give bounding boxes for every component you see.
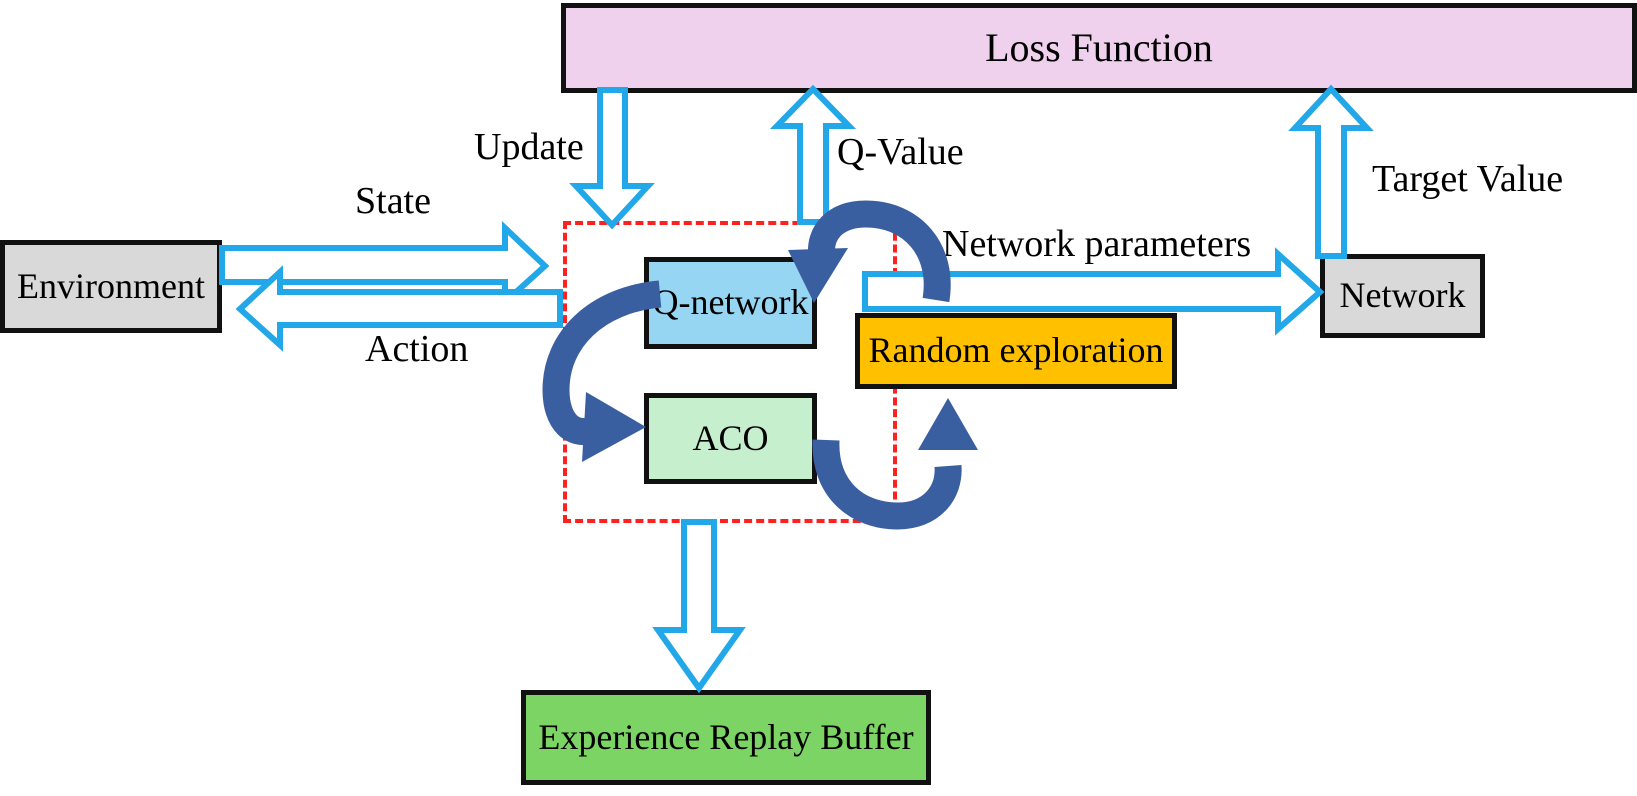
edge-label-network-parameters: Network parameters <box>942 223 1252 265</box>
arrow-state <box>219 221 550 309</box>
node-experience-replay-buffer-label: Experience Replay Buffer <box>538 716 914 757</box>
node-loss-function-label: Loss Function <box>985 25 1213 70</box>
edge-label-action: Action <box>365 328 469 370</box>
node-random-exploration-label: Random exploration <box>868 330 1164 371</box>
node-aco-label: ACO <box>692 417 769 458</box>
node-aco: ACO <box>644 393 817 484</box>
edge-label-target-value: Target Value <box>1372 158 1564 200</box>
node-network: Network <box>1320 254 1485 338</box>
node-environment-label: Environment <box>17 265 205 306</box>
node-network-label: Network <box>1339 275 1466 316</box>
arrow-target-value <box>1288 84 1374 259</box>
edge-label-q-value: Q-Value <box>837 131 964 173</box>
arrow-to-experience-replay-buffer <box>652 519 746 694</box>
node-experience-replay-buffer: Experience Replay Buffer <box>521 690 931 785</box>
node-q-network-label: Q-network <box>652 282 809 323</box>
edge-label-state: State <box>355 180 431 222</box>
node-loss-function: Loss Function <box>561 3 1637 93</box>
edge-label-update: Update <box>474 126 584 168</box>
node-environment: Environment <box>0 240 222 333</box>
node-q-network: Q-network <box>644 257 817 349</box>
node-random-exploration: Random exploration <box>855 313 1177 389</box>
arrow-update <box>569 87 655 230</box>
